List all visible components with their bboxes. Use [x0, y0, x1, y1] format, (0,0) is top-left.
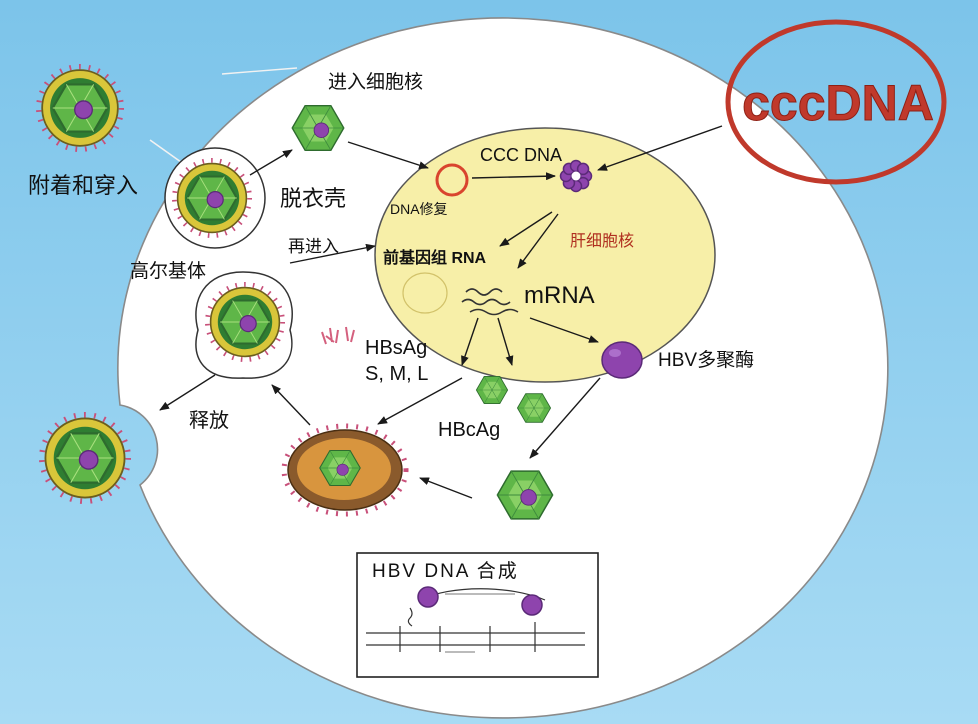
label-dna-repair: DNA修复: [390, 201, 448, 217]
callout-ring: [725, 19, 947, 185]
arrow-envelope-to-golgi: [271, 384, 311, 426]
arrow-golgi-to-release: [159, 374, 216, 411]
arrow-capsid-to-nucleus: [347, 141, 429, 170]
arrow-repair-to-cccdna: [471, 172, 556, 181]
polymerase-dot-left: [417, 586, 439, 608]
label-hbcag: HBcAg: [438, 419, 500, 441]
callout-text: cccDNA: [742, 75, 934, 131]
arrow-cccdna-to-mrna: [517, 213, 559, 269]
cccdna-callout: cccDNA: [725, 19, 947, 185]
mrna-strands: [461, 288, 519, 316]
pathway-arrows: [159, 125, 723, 499]
relaxed-circular-dna: [435, 163, 469, 197]
label-pregenomic-rna: 前基因组 RNA: [383, 248, 487, 267]
arrow-capsid-to-envelope: [419, 477, 473, 499]
arrow-hbsag-to-envelope: [377, 377, 463, 425]
label-hepatocyte-nucleus: 肝细胞核: [570, 232, 634, 250]
label-hbsag-proteins: S, M, L: [365, 363, 428, 385]
label-attach-penetrate: 附着和穿入: [28, 173, 138, 198]
polymerase-dot-right: [521, 594, 543, 616]
arrow-mrna-to-polymerase: [529, 317, 599, 343]
label-ccc-dna: CCC DNA: [480, 145, 562, 165]
arrow-golgi-reentry: [289, 243, 376, 264]
arrow-polymerase-to-capsid: [529, 377, 601, 459]
arrow-callout-to-cccdna: [597, 125, 723, 171]
hbsag-spikes: [321, 326, 355, 345]
arrow-cccdna-to-pgrna: [499, 211, 553, 247]
cccdna-minichromosome: [559, 159, 593, 193]
label-enter-nucleus: 进入细胞核: [328, 71, 423, 93]
arrow-attach-to-uncoat: [249, 149, 293, 176]
arrow-mrna-to-hbsag: [461, 317, 479, 366]
label-uncoating: 脱衣壳: [280, 186, 346, 211]
dna-synthesis-inset: HBV DNA 合成: [356, 552, 599, 678]
label-reentry: 再进入: [288, 237, 339, 256]
label-hbv-polymerase: HBV多聚酶: [658, 349, 754, 371]
label-mrna: mRNA: [524, 282, 595, 309]
top-pointer-line: [221, 67, 298, 75]
nuclear-ring-outline: [402, 272, 448, 314]
arrow-mrna-to-hbcag: [497, 317, 514, 366]
label-golgi: 高尔基体: [130, 260, 206, 282]
dna-synthesis-title: HBV DNA 合成: [372, 560, 519, 582]
label-release: 释放: [189, 409, 229, 432]
hbv-polymerase-blob: [601, 341, 643, 379]
label-hbsag: HBsAg: [365, 337, 427, 359]
